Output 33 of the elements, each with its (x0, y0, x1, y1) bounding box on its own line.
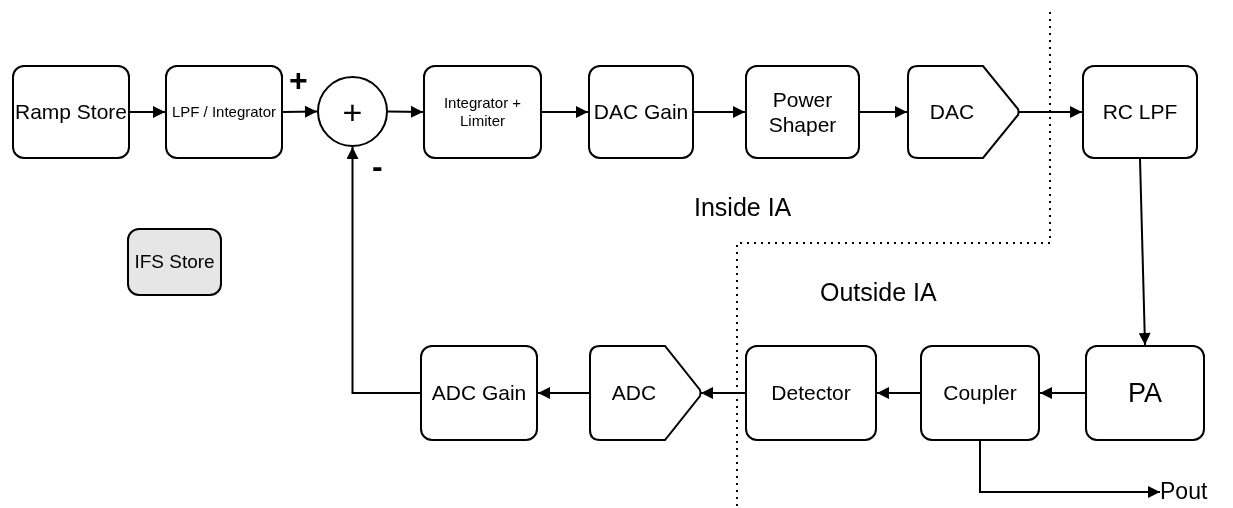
sign-label: - (372, 150, 383, 182)
arrow (859, 106, 908, 118)
region-label: Inside IA (694, 195, 792, 220)
output-label: Pout (1160, 478, 1230, 506)
arrow (693, 106, 746, 118)
arrow (1018, 106, 1083, 118)
process-box: Ramp Store (12, 65, 130, 159)
arrow (541, 106, 589, 118)
process-box: PA (1085, 345, 1205, 441)
process-box: DAC Gain (588, 65, 694, 159)
process-box: ADC Gain (420, 345, 538, 441)
arrow (1039, 387, 1086, 399)
summing-junction: + (317, 76, 388, 147)
process-box: LPF / Integrator (165, 65, 283, 159)
process-box: Integrator + Limiter (423, 65, 542, 159)
arrow (979, 440, 1161, 498)
arrow (346, 146, 421, 394)
arrow (537, 387, 590, 399)
arrow (700, 387, 746, 399)
process-box: RC LPF (1082, 65, 1198, 159)
converter-pentagon: ADC (589, 345, 701, 441)
arrow (387, 105, 424, 118)
arrow (876, 387, 921, 399)
process-box: Power Shaper (745, 65, 860, 159)
region-label: Outside IA (820, 280, 937, 305)
process-box: IFS Store (127, 228, 222, 296)
process-box: Detector (745, 345, 877, 441)
arrow (129, 106, 166, 118)
sign-label: + (289, 64, 308, 96)
arrow (1138, 158, 1151, 346)
converter-pentagon: DAC (907, 65, 1019, 159)
process-box: Coupler (920, 345, 1040, 441)
arrow (282, 105, 318, 118)
